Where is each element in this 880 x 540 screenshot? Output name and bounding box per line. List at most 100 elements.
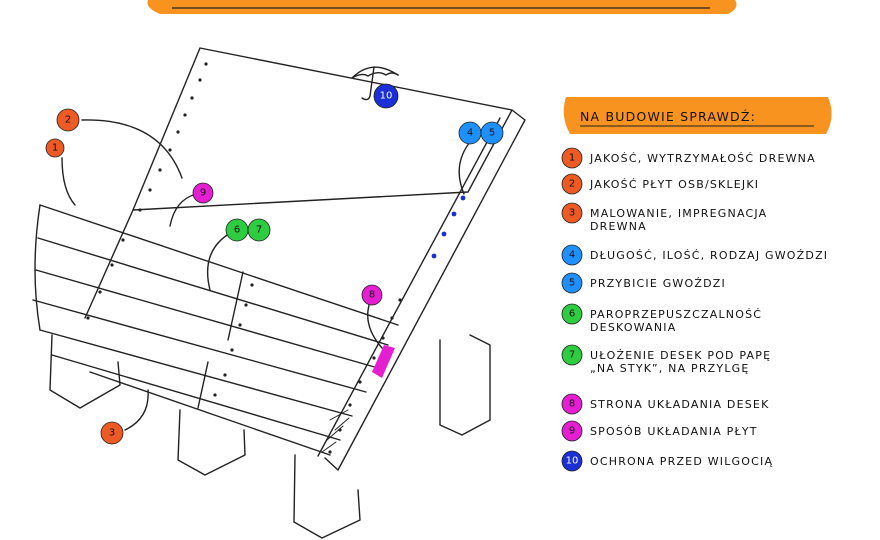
board-seam-3 — [197, 361, 209, 409]
rafter-grain — [321, 409, 350, 453]
marker-9-circle — [192, 182, 214, 204]
legend-item: 5 PRZYBICIE GWOŹDZI — [561, 272, 726, 294]
marker-8-circle — [361, 284, 383, 306]
callout-bubble — [563, 97, 832, 134]
roof-board-3 — [35, 269, 379, 369]
legend-number: 1 — [569, 153, 575, 164]
legend-marker — [561, 173, 583, 195]
marker-10-label: 10 — [380, 91, 393, 102]
board-seam-2 — [227, 271, 244, 341]
header-banner-shape — [147, 0, 737, 14]
umbrella-icon — [351, 66, 399, 101]
legend-text: PAROPRZEPUSZCZALNOŚĆ — [590, 308, 762, 321]
arrow-9 — [169, 193, 197, 227]
roof-board-2 — [37, 237, 389, 346]
roof-board-7 — [89, 371, 331, 456]
legend-marker — [561, 272, 583, 294]
osb-sheet — [132, 47, 513, 211]
legend-text: SPOSÓB UKŁADANIA PŁYT — [590, 425, 758, 438]
arrow-45 — [458, 141, 471, 195]
marker-7: 7 — [247, 218, 271, 242]
marker-9-label: 9 — [200, 188, 206, 199]
legend-item: 10 OCHRONA PRZED WILGOCIĄ — [561, 450, 773, 472]
marker-1-label: 1 — [52, 143, 58, 154]
legend-marker — [561, 420, 583, 442]
legend-text-line2: „NA STYK”, NA PRZYLGĘ — [590, 362, 750, 375]
legend-item: 1 JAKOŚĆ, WYTRZYMAŁOŚĆ DREWNA — [561, 147, 816, 169]
legend-number: 5 — [569, 278, 575, 289]
legend-number: 6 — [569, 309, 575, 320]
nail-row-3 — [328, 298, 402, 454]
legend-item: 2 JAKOŚĆ PŁYT OSB/SKLEJKI — [561, 173, 759, 195]
diagram-markers: 2 1 3 4 5 9 6 7 — [45, 83, 504, 445]
nail-row-2 — [213, 283, 254, 397]
legend-number: 7 — [569, 350, 575, 361]
legend-text: JAKOŚĆ, WYTRZYMAŁOŚĆ DREWNA — [589, 152, 816, 165]
header-banner — [147, 0, 737, 14]
legend-text-line2: DREWNA — [590, 220, 647, 233]
legend-number: 9 — [569, 426, 575, 437]
legend-list: 1 JAKOŚĆ, WYTRZYMAŁOŚĆ DREWNA 2 JAKOŚĆ PŁYT… — [561, 147, 828, 472]
roof-drawing — [32, 47, 526, 539]
arrow-67 — [206, 231, 233, 291]
rafter-4 — [439, 334, 491, 436]
marker-7-label: 7 — [256, 225, 262, 236]
arrow-3 — [124, 389, 149, 431]
marker-7-circle — [247, 218, 271, 242]
marker-3: 3 — [100, 421, 124, 445]
legend-number: 4 — [569, 250, 575, 261]
legend-text: STRONA UKŁADANIA DESEK — [590, 398, 770, 411]
callout-title: NA BUDOWIE SPRAWDŹ: — [580, 109, 756, 124]
arrow-8 — [367, 301, 383, 349]
legend-marker — [561, 303, 583, 325]
legend-text: MALOWANIE, IMPREGNACJA — [590, 207, 767, 220]
roof-left-edge — [34, 204, 41, 331]
roof-board-1 — [39, 204, 399, 326]
legend-item: 9 SPOSÓB UKŁADANIA PŁYT — [561, 420, 758, 442]
marker-5: 5 — [480, 121, 504, 145]
legend-number: 10 — [566, 456, 579, 467]
marker-10: 10 — [373, 83, 399, 109]
legend-number: 2 — [569, 179, 575, 190]
board-seam-1 — [84, 209, 134, 319]
legend-marker — [561, 393, 583, 415]
marker-8-label: 8 — [369, 290, 375, 301]
marker-1: 1 — [45, 138, 65, 158]
legend-item: 4 DŁUGOŚĆ, ILOŚĆ, RODZAJ GWOŹDZI — [561, 244, 828, 266]
legend-marker — [561, 344, 583, 366]
checklist-panel: NA BUDOWIE SPRAWDŹ: 1 JAKOŚĆ, WYTRZYMAŁOŚ… — [561, 97, 832, 472]
legend-number: 3 — [569, 208, 575, 219]
marker-2: 2 — [56, 108, 80, 132]
marker-10-circle — [373, 83, 399, 109]
nail-heads-blue — [431, 195, 466, 259]
legend-text: OCHRONA PRZED WILGOCIĄ — [590, 455, 773, 468]
legend-marker — [561, 450, 583, 472]
marker-5-circle — [480, 121, 504, 145]
marker-3-label: 3 — [109, 428, 115, 439]
roof-edge-line — [317, 117, 501, 457]
marker-6: 6 — [225, 218, 249, 242]
rafter-2 — [177, 409, 246, 476]
legend-text: JAKOŚĆ PŁYT OSB/SKLEJKI — [589, 178, 759, 191]
nail-row-1 — [86, 62, 208, 320]
rafter-1 — [49, 334, 121, 409]
marker-3-circle — [100, 421, 124, 445]
marker-2-label: 2 — [65, 115, 71, 126]
roof-board-5 — [39, 329, 353, 417]
legend-marker — [561, 147, 583, 169]
marker-1-circle — [45, 138, 65, 158]
legend-marker — [561, 244, 583, 266]
legend-text: DŁUGOŚĆ, ILOŚĆ, RODZAJ GWOŹDZI — [590, 249, 828, 262]
arrow-2 — [81, 119, 183, 179]
board-side-highlight — [372, 345, 395, 378]
roof-fascia — [324, 109, 526, 471]
legend-text-line2: DESKOWANIA — [590, 321, 676, 334]
rafter-3 — [293, 454, 361, 539]
legend-text: PRZYBICIE GWOŹDZI — [590, 277, 726, 290]
roof-board-6 — [51, 354, 341, 441]
